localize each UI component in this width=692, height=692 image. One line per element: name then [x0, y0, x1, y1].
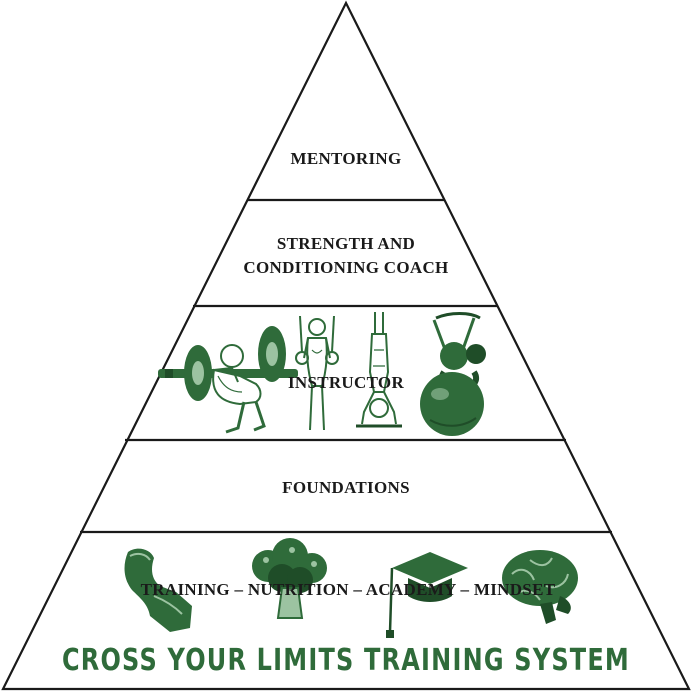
- kettlebell-icon: [420, 312, 486, 436]
- flexed-arm-icon: [124, 548, 192, 632]
- handstand-icon: [356, 312, 402, 428]
- brain-icon: [502, 550, 578, 624]
- broccoli-icon: [252, 538, 327, 619]
- barbell-squat-icon: [158, 326, 298, 434]
- level-strength-label-line1: STRENGTH AND: [277, 234, 415, 253]
- level-mentoring-label: MENTORING: [290, 149, 401, 168]
- level-instructor-label: INSTRUCTOR: [288, 373, 404, 392]
- level-strength-label-line2: CONDITIONING COACH: [243, 258, 448, 277]
- ring-support-icon: [295, 315, 339, 431]
- level-foundations-label: FOUNDATIONS: [282, 478, 410, 497]
- graduation-cap-icon: [386, 552, 468, 638]
- system-banner: CROSS YOUR LIMITS TRAINING SYSTEM: [62, 643, 630, 678]
- level-pillars-label: TRAINING – NUTRITION – ACADEMY – MINDSET: [141, 580, 556, 599]
